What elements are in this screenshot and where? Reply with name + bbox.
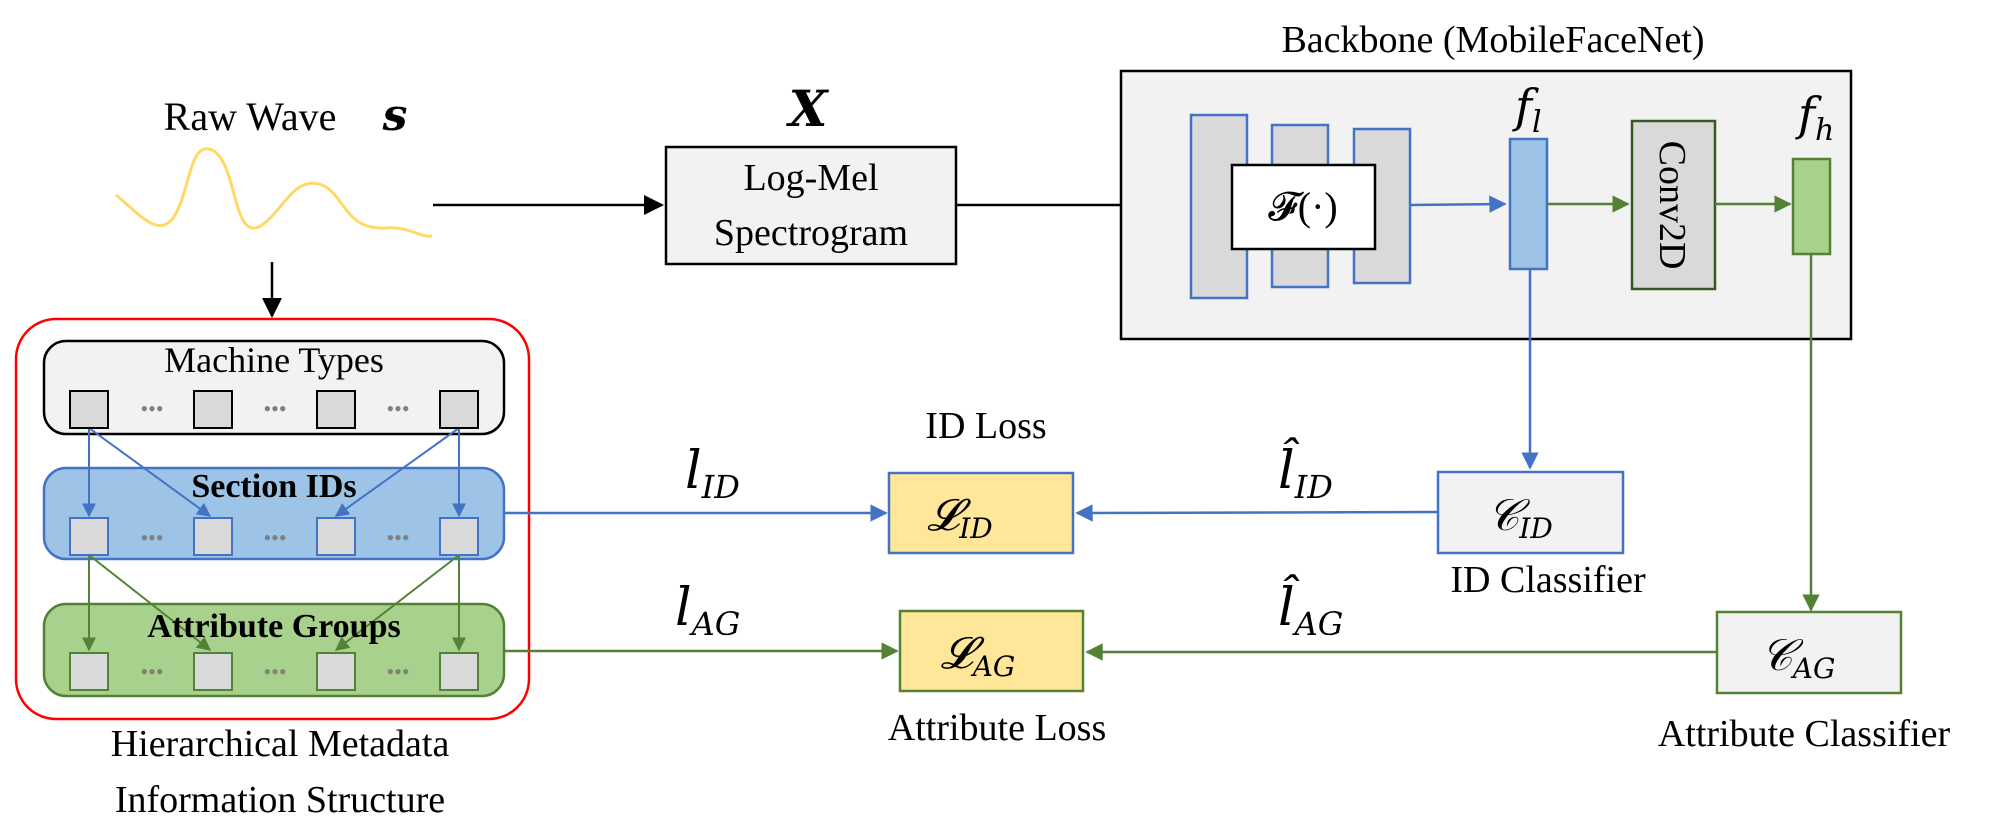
- fh-label-sub: h: [1815, 113, 1834, 148]
- attribute-classifier-symbol-sub: AG: [1790, 652, 1836, 685]
- l-id-sub: ID: [701, 468, 740, 506]
- raw-wave-label: Raw Wave: [164, 94, 337, 139]
- section-id-square: [439, 517, 479, 556]
- machine-type-square: [193, 390, 233, 429]
- metadata-structure-frame: [14, 317, 531, 721]
- metadata-caption-line2: Information Structure: [115, 779, 445, 821]
- lhat-ag-label: l̂AG: [1278, 575, 1343, 643]
- attribute-groups-ellipsis: •••: [140, 659, 163, 684]
- raw-wave-symbol: s: [382, 90, 408, 141]
- conv2d-box: [1630, 119, 1717, 291]
- attribute-groups-ellipsis: •••: [263, 659, 286, 684]
- id-loss-title: ID Loss: [925, 405, 1046, 447]
- machine-to-section-connectors: [82, 427, 466, 518]
- l-ag-label: lAG: [675, 578, 740, 643]
- machine-type-square: [316, 390, 356, 429]
- id-classifier-caption: ID Classifier: [1450, 559, 1646, 601]
- fl-label-sub: l: [1532, 105, 1542, 140]
- section-ids-ellipsis: •••: [386, 525, 409, 550]
- raw-wave-label-group: Raw Wave s: [164, 90, 408, 141]
- attribute-classifier-caption: Attribute Classifier: [1658, 713, 1951, 755]
- attribute-group-square: [316, 652, 356, 691]
- attribute-loss-caption: Attribute Loss: [888, 707, 1106, 749]
- l-id-main: l: [685, 441, 702, 501]
- attribute-groups-label: Attribute Groups: [147, 608, 400, 645]
- section-ids-label: Section IDs: [191, 468, 356, 505]
- f-block-box: [1230, 163, 1377, 251]
- l-ag-sub: AG: [689, 605, 741, 643]
- attribute-classifier-box: [1715, 610, 1903, 695]
- logmel-box: [664, 145, 958, 266]
- section-ids-ellipsis: •••: [263, 525, 286, 550]
- id-loss-symbol-sub: ID: [958, 512, 993, 545]
- section-to-attribute-connectors: [82, 554, 466, 652]
- machine-types-box: [42, 339, 506, 436]
- id-classifier-box: [1436, 470, 1625, 555]
- machine-types-ellipsis: •••: [386, 396, 409, 421]
- machine-type-square: [69, 390, 109, 429]
- attribute-loss-box: [898, 609, 1085, 693]
- lhat-id-label: l̂ID: [1278, 438, 1333, 506]
- attribute-groups-ellipsis: •••: [386, 659, 409, 684]
- logmel-label-line2: Spectrogram: [714, 212, 908, 254]
- machine-type-square: [439, 390, 479, 429]
- backbone-title: Backbone (MobileFaceNet): [1281, 19, 1704, 61]
- machine-types-ellipsis: •••: [263, 396, 286, 421]
- f-block-label: 𝓕(·): [1268, 184, 1337, 229]
- id-classifier-to-id-loss-arrow: [1075, 504, 1439, 522]
- attribute-loss-symbol-sub: AG: [970, 650, 1016, 683]
- machine-types-label: Machine Types: [164, 340, 384, 380]
- attribute-group-square: [439, 652, 479, 691]
- l-ag-main: l: [675, 578, 692, 638]
- metadata-caption-line1: Hierarchical Metadata: [111, 723, 450, 765]
- section-id-square: [69, 517, 109, 556]
- conv2d-label: Conv2D: [1651, 141, 1693, 270]
- logmel-label-line1: Log-Mel: [743, 157, 878, 199]
- section-ids-ellipsis: •••: [140, 525, 163, 550]
- lhat-ag-sub: AG: [1292, 605, 1344, 643]
- section-id-square: [193, 517, 233, 556]
- section-id-square: [316, 517, 356, 556]
- id-loss-box: [887, 471, 1075, 555]
- attribute-group-square: [193, 652, 233, 691]
- lhat-id-sub: ID: [1294, 468, 1333, 506]
- f-block-to-fl-arrow: [1409, 195, 1507, 213]
- l-id-label: lID: [685, 441, 740, 506]
- raw-wave-icon: [115, 147, 433, 238]
- machine-types-ellipsis: •••: [140, 396, 163, 421]
- id-classifier-symbol-sub: ID: [1518, 512, 1553, 545]
- attribute-group-square: [69, 652, 109, 691]
- fh-feature-bar: [1791, 157, 1832, 256]
- fl-feature-bar: [1508, 137, 1549, 271]
- x-symbol: X: [786, 79, 830, 138]
